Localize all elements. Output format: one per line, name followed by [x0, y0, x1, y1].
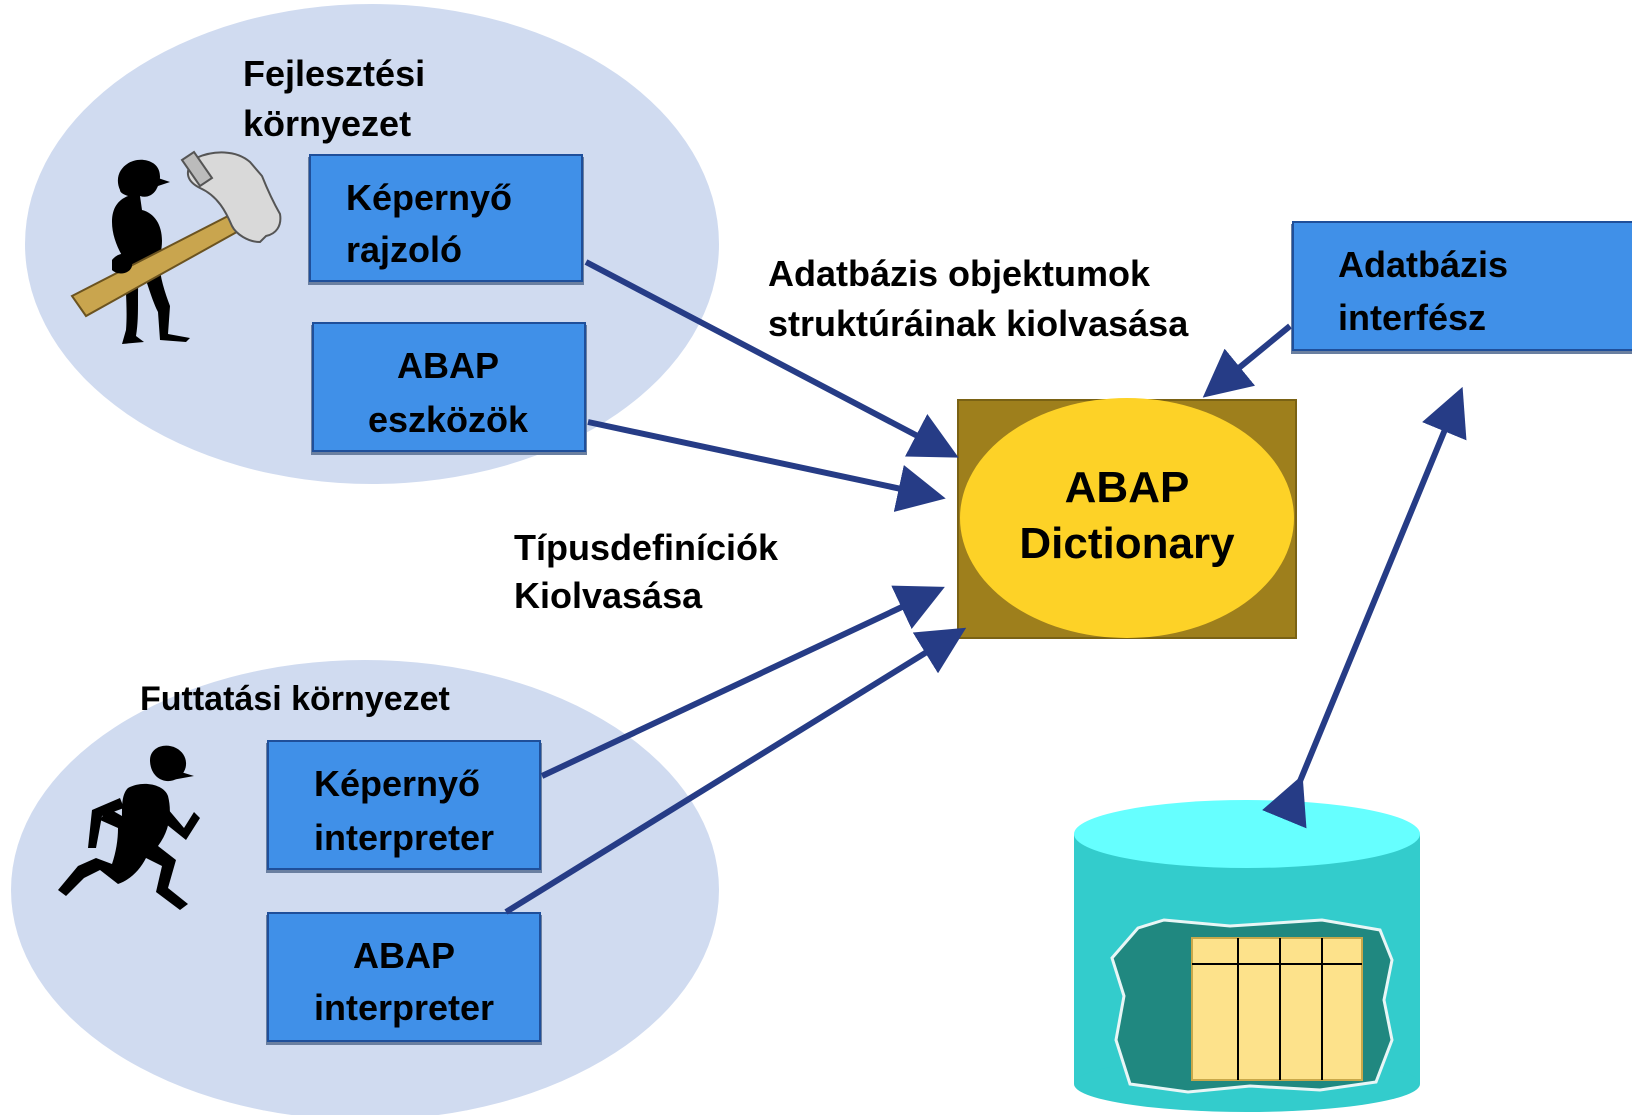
run-env-ellipse [11, 660, 719, 1115]
person-with-hammer-icon [70, 150, 282, 344]
arrow-db-interface-database [1262, 386, 1467, 829]
db-interface-line1: Adatbázis [1338, 244, 1508, 285]
screen-painter-line2: rajzoló [346, 229, 462, 270]
screen-interpreter-line2: interpreter [314, 817, 494, 858]
arrow-db-interface-to-dictionary [1202, 323, 1292, 398]
database-cylinder-icon [1074, 800, 1420, 1112]
dictionary-line1: ABAP [1065, 463, 1190, 512]
db-interface-box: Adatbázis interfész [1291, 221, 1632, 354]
screen-painter-box: Képernyő rajzoló [308, 154, 584, 285]
dev-env-title-line1: Fejlesztési [243, 53, 425, 94]
screen-interpreter-box: Képernyő interpreter [266, 740, 542, 873]
screen-interpreter-line1: Képernyő [314, 763, 480, 804]
type-defs-label-line1: Típusdefiníciók [514, 527, 779, 568]
abap-tools-line1: ABAP [397, 345, 499, 386]
arrow-screen-interpreter-to-dictionary [540, 585, 945, 779]
db-objects-label-line1: Adatbázis objektumok [768, 253, 1151, 294]
db-interface-line2: interfész [1338, 297, 1486, 338]
dev-env-title-line2: környezet [243, 103, 411, 144]
abap-dictionary: ABAP Dictionary [957, 398, 1297, 639]
arrow-abap-tools-to-dictionary [587, 419, 946, 512]
arrow-abap-interpreter-to-dictionary [504, 627, 967, 915]
run-env-title: Futtatási környezet [140, 680, 450, 718]
abap-interpreter-box: ABAP interpreter [266, 912, 542, 1045]
abap-interpreter-line1: ABAP [353, 935, 455, 976]
abap-interpreter-line2: interpreter [314, 987, 494, 1028]
screen-painter-line1: Képernyő [346, 177, 512, 218]
type-defs-label-line2: Kiolvasása [514, 575, 703, 616]
db-objects-label-line2: struktúráinak kiolvasása [768, 303, 1189, 344]
dictionary-line2: Dictionary [1019, 519, 1235, 568]
running-person-icon [58, 745, 200, 910]
abap-tools-box: ABAP eszközök [311, 322, 587, 455]
abap-tools-line2: eszközök [368, 399, 529, 440]
arrow-screen-painter-to-dictionary [584, 259, 959, 458]
